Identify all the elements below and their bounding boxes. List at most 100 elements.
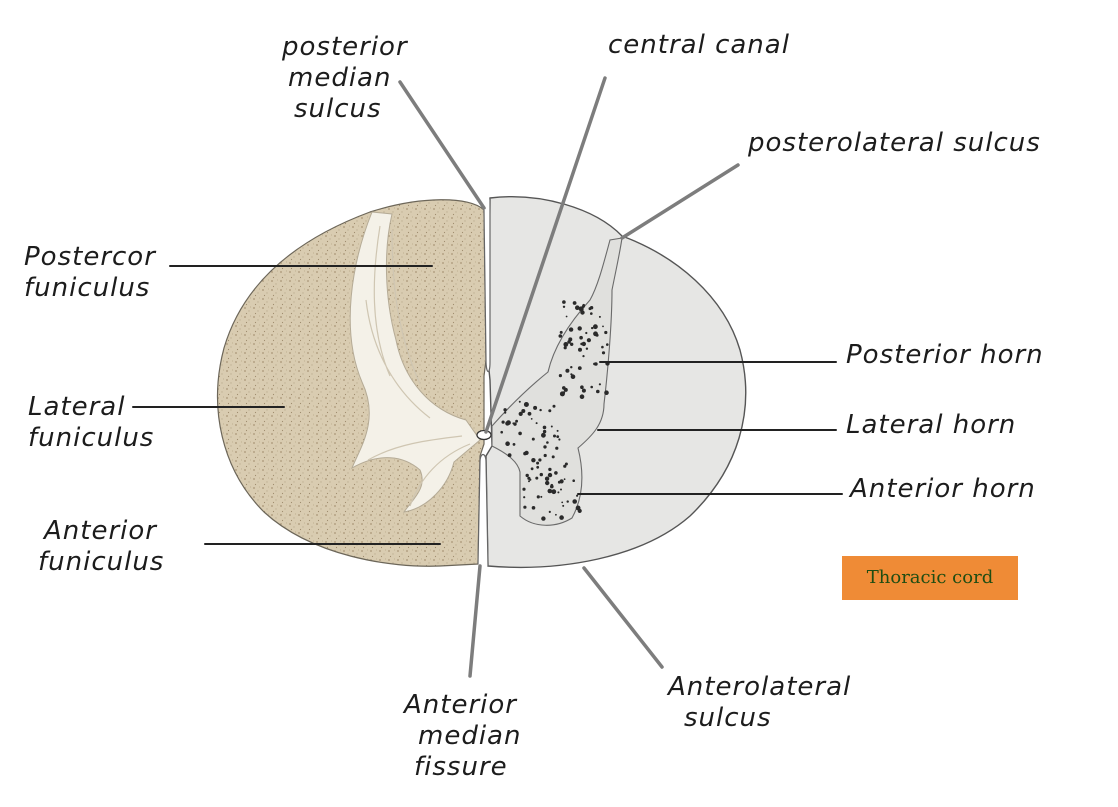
gray-matter-dot [563,387,568,392]
gray-matter-dot [548,409,552,413]
gray-matter-dot [530,467,534,471]
gray-matter-dot [580,385,584,390]
gray-matter-dot [585,347,589,350]
gray-matter-dot [563,464,567,468]
gray-matter-dot [563,346,567,350]
gray-matter-dot [542,429,547,434]
gray-matter-dot [570,366,573,369]
gray-matter-dot [545,480,550,486]
gray-matter-dot [559,515,564,520]
gray-matter-dot [575,505,581,511]
gray-matter-dot [538,458,542,462]
gray-matter-dot [548,467,552,472]
gray-matter-dot [547,472,553,478]
label-anterior-funiculus: Anterior funiculus [38,516,165,577]
gray-matter-dot [531,437,535,441]
gray-matter-dot [563,478,566,481]
gray-matter-dot [536,461,540,465]
gray-matter-dot [560,488,562,491]
gray-matter-dot [566,500,569,503]
gray-matter-dot [577,366,582,370]
gray-matter-dot [578,347,582,352]
gray-matter-dot [539,408,542,412]
gray-matter-dot [530,418,533,420]
gray-matter-dot [581,388,586,393]
gray-matter-dot [604,330,608,335]
gray-matter-dot [559,479,564,484]
gray-matter-dot [604,390,609,396]
gray-matter-dot [572,301,577,305]
label-posterior-median-sulcus: posterior median sulcus [282,32,408,124]
gray-matter-dot [598,315,601,318]
gray-matter-dot [564,462,568,466]
gray-matter-dot [551,455,555,459]
gray-matter-dot [593,362,596,366]
gray-matter-dot [523,505,527,509]
gray-matter-dot [601,351,606,355]
gray-matter-dot [515,419,518,423]
label-lateral-funiculus: Lateral funiculus [28,392,155,453]
gray-matter-dot [536,495,540,499]
gray-matter-dot [568,327,574,332]
nerve-fibre-strands [365,225,471,507]
gray-matter-dot [556,429,559,432]
gray-matter-dot [591,326,594,330]
gray-matter-dot [581,341,586,347]
gray-matter-dot [590,312,593,315]
gray-matter-dot [562,504,565,507]
nerve-fibre-bundle [349,211,481,513]
label-central-canal: central canal [608,30,790,60]
gray-matter-dot [555,446,559,450]
gray-matter-dot [543,445,547,449]
gray-matter-dot [557,491,560,494]
gray-matter-dot [568,337,573,342]
gray-matter-dot [523,451,527,456]
gray-matter-dot [547,488,553,494]
gray-matter-dot [512,422,515,425]
gray-matter-dot [550,425,553,428]
gray-matter-dot [593,324,598,330]
gray-matter-dot [572,479,575,483]
gray-matter-dot [586,338,592,343]
gray-matter-dot [507,453,512,458]
pointer-lines [132,265,843,545]
gray-matter-dot [527,411,532,416]
gray-matter-dot [570,342,574,346]
central-canal-shape [476,429,492,441]
label-lateral-horn: Lateral horn [846,410,1017,440]
gray-matter-dot [551,489,557,495]
gray-matter-dot [578,306,584,312]
gray-matter-dot [518,431,522,436]
gray-matter-dot [512,443,516,446]
gray-matter-dot [601,345,604,349]
gray-matter-dot [542,425,547,430]
gray-matter-dot [580,342,583,346]
gray-matter-dot [562,391,566,394]
label-posterolateral-sulcus: posterolateral sulcus [748,128,1041,158]
leader-posterior-median-sulcus [398,80,486,210]
label-posterior-funiculus: Postercor funiculus [24,242,156,303]
gray-matter-dot [550,484,554,489]
gray-matter-dot [593,331,598,337]
gray-matter-dot [528,480,530,483]
gray-matter-dot [575,305,580,311]
gray-matter-dot [590,385,593,389]
gray-matter-dot [588,307,592,311]
gray-matter-dot [581,304,585,308]
gray-matter-dot [543,453,547,458]
gray-matter-dot [500,430,504,434]
gray-matter-dot [533,405,538,410]
gray-matter-dot [572,499,577,504]
gray-matter-dot [523,402,529,407]
gray-matter-dot [562,300,566,304]
gray-matter-dot [505,441,510,447]
gray-matter-dot [535,422,538,425]
gray-matter-dot [561,501,564,504]
label-posterior-horn: Posterior horn [846,340,1044,370]
gray-matter-dot [540,495,543,498]
gray-matter-dot [565,315,568,318]
leader-central-canal [484,76,607,434]
leader-lines [398,76,740,678]
gray-matter-dot [606,343,609,346]
